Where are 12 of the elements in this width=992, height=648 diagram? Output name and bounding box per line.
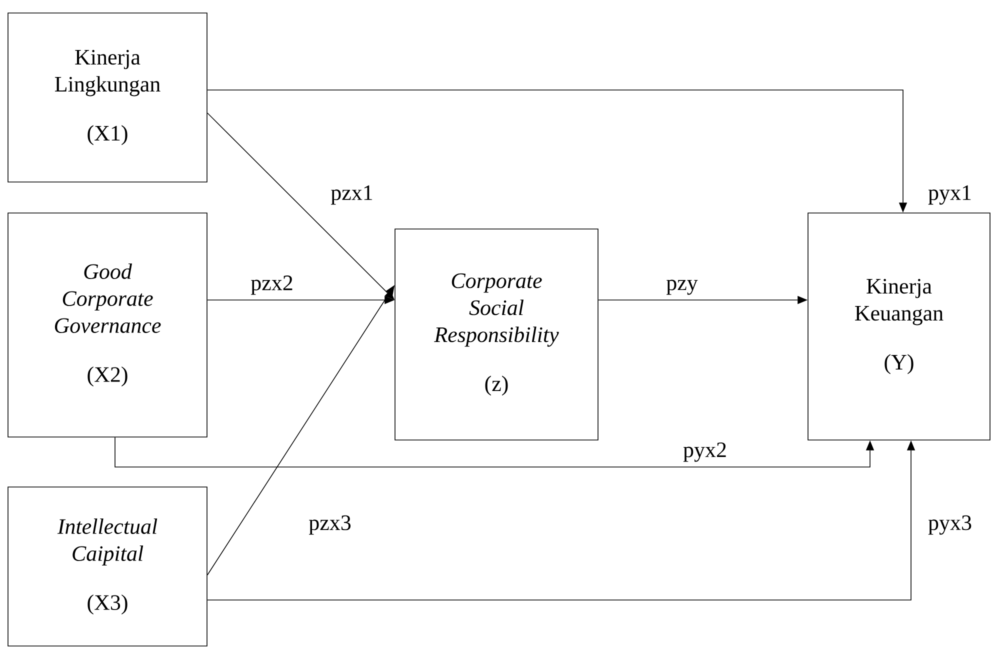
edge-label: pyx1: [927, 184, 974, 206]
variable-box: Kinerja Lingkungan (X1): [8, 12, 208, 182]
edge-label: pzy: [665, 278, 699, 296]
variable-box: Intellectual Caipital (X3): [8, 486, 208, 646]
variable-box: Kinerja Keuangan (Y): [808, 212, 990, 440]
edge-label: pzx3: [308, 514, 352, 536]
edge-label: pyx3: [927, 514, 974, 536]
edge-label: pzx1: [330, 184, 374, 206]
variable-box: Good Corporate Governance (X2): [8, 212, 208, 438]
edge-label: pyx2: [682, 442, 728, 463]
edge-label: pzx2: [250, 274, 294, 296]
variable-box: Corporate Social Responsibility (z): [394, 228, 598, 440]
